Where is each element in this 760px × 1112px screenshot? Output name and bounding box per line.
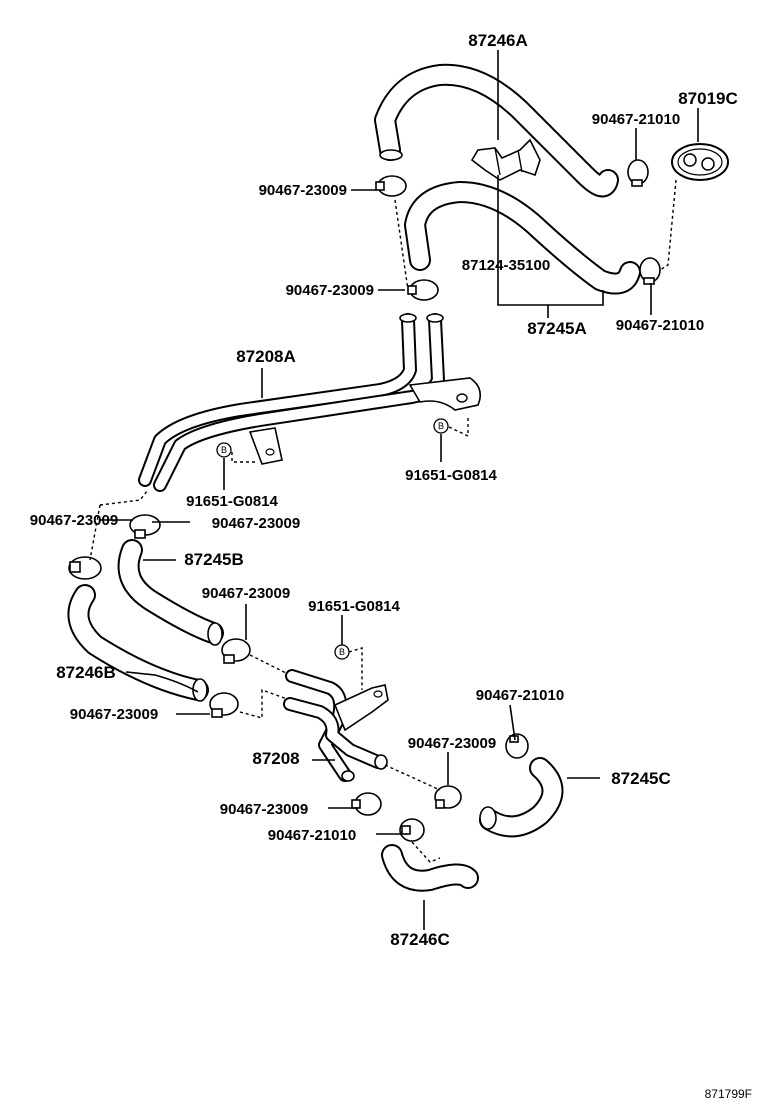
figure-id: 871799F [705, 1087, 752, 1101]
clamp-upper-1[interactable] [627, 159, 649, 187]
label-87245C: 87245C [611, 769, 671, 788]
label-87208: 87208 [252, 749, 299, 768]
label-90467-23009-h: 90467-23009 [220, 801, 308, 818]
label-90467-23009-e: 90467-23009 [202, 585, 290, 602]
label-87019C: 87019C [678, 89, 738, 108]
svg-text:B: B [438, 421, 444, 431]
clamp-upper-3[interactable] [407, 279, 439, 301]
clamp-left-1[interactable] [129, 514, 161, 539]
clamp-left-3[interactable] [221, 638, 251, 664]
ref-b-marker-3: B [334, 644, 350, 660]
ref-b-marker-1: B [216, 442, 232, 458]
hose-87246C[interactable] [381, 844, 479, 892]
ref-b-marker-2: B [433, 418, 449, 434]
label-87208A: 87208A [236, 347, 296, 366]
label-90467-21010-c: 90467-21010 [476, 687, 564, 704]
label-91651-G0814-b: 91651-G0814 [405, 467, 497, 484]
label-90467-23009-d: 90467-23009 [212, 515, 300, 532]
label-90467-23009-f: 90467-23009 [70, 706, 158, 723]
label-91651-G0814-c: 91651-G0814 [308, 598, 400, 615]
pipe-87208[interactable] [283, 669, 389, 782]
label-87246B: 87246B [56, 663, 116, 682]
clamp-left-2[interactable] [68, 556, 102, 580]
clamp-lower-4[interactable] [399, 818, 425, 842]
hose-87245C[interactable] [479, 757, 564, 838]
label-91651-G0814-a: 91651-G0814 [186, 493, 278, 510]
label-90467-21010-b: 90467-21010 [616, 317, 704, 334]
label-87245B: 87245B [184, 550, 244, 569]
hose-87245A[interactable] [404, 181, 641, 295]
label-90467-23009-a: 90467-23009 [259, 182, 347, 199]
label-87124-35100: 87124-35100 [462, 257, 550, 274]
label-90467-23009-c: 90467-23009 [30, 512, 118, 529]
grommet-87019C[interactable] [671, 143, 729, 181]
clamp-upper-4[interactable] [639, 257, 661, 285]
label-90467-21010-a: 90467-21010 [592, 111, 680, 128]
label-87245A: 87245A [527, 319, 587, 338]
clamp-upper-2[interactable] [375, 175, 407, 197]
clamp-left-4[interactable] [209, 692, 239, 718]
pipe-87208A[interactable] [138, 313, 481, 492]
clamp-lower-3[interactable] [351, 792, 382, 816]
label-87246C: 87246C [390, 930, 450, 949]
clamp-lower-1[interactable] [505, 733, 529, 759]
clamp-lower-2[interactable] [434, 785, 462, 809]
hose-87246A[interactable] [374, 63, 619, 198]
bracket-87124-35100[interactable] [470, 138, 541, 181]
svg-text:B: B [339, 647, 345, 657]
label-90467-23009-b: 90467-23009 [286, 282, 374, 299]
hose-87245B[interactable] [117, 539, 224, 646]
label-90467-21010-d: 90467-21010 [268, 827, 356, 844]
svg-text:B: B [221, 445, 227, 455]
label-90467-23009-g: 90467-23009 [408, 735, 496, 752]
hose-87246B[interactable] [67, 584, 209, 702]
label-87246A: 87246A [468, 31, 528, 50]
